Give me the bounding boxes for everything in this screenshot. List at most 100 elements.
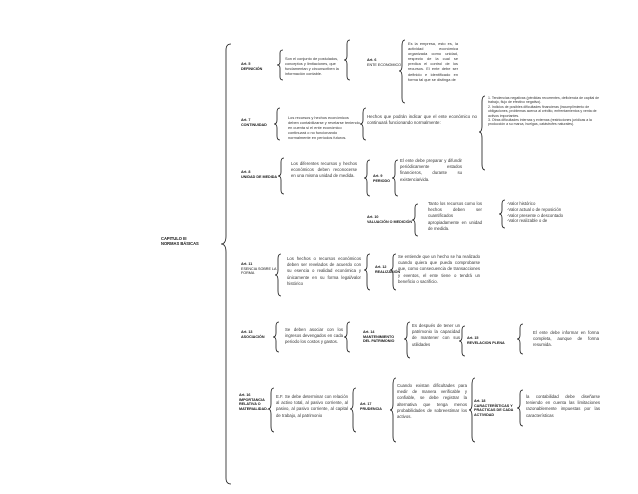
art7-label: Art. 7 CONTINUIDAD [241, 118, 277, 127]
brace-art7-list [478, 95, 486, 171]
brace-art15 [516, 323, 524, 355]
art10-label: Art. 10 VALUACIÓN O MEDICIÓN [367, 215, 413, 224]
brace-art11 [274, 253, 282, 297]
brace-art7 [273, 107, 281, 141]
art17-label: Art. 17 PRUDENCIA [360, 402, 392, 411]
brace-art14 [403, 321, 411, 359]
art17-label-line1: Art. 17 [360, 402, 372, 406]
brace-art13-to-art14 [343, 321, 351, 353]
root-title-line1: CAPITULO III [161, 236, 187, 241]
art16-label-line1: Art. 16 [239, 393, 251, 397]
brace-art16-to-art17 [349, 387, 357, 433]
art15-label: Art. 15 REVELACION PLENA [467, 336, 519, 345]
art17-label-line2: PRUDENCIA [360, 406, 382, 411]
art11-label: Art. 11 ESENCIA SOBRE LA FORMA [241, 262, 277, 276]
art10-text: Tanto los recursos como los hechos deben… [428, 201, 482, 231]
brace-art18 [516, 389, 524, 427]
art18-label-line2: CARACTERÍSTICAS Y [474, 403, 513, 408]
brace-art17 [389, 377, 397, 443]
brace-art11-to-art12 [363, 253, 371, 291]
art18-label-line3: PRACTICAS DE CADA [474, 408, 514, 413]
brace-art6-text [398, 39, 406, 104]
art10-list-item-1: -Valor histórico [507, 201, 536, 206]
brace-art6 [343, 39, 351, 81]
art10-list: -Valor histórico -Valor actual o de repo… [507, 201, 582, 224]
art6-label: Art. 6 ENTE ECONOMICO [367, 58, 401, 67]
art11-text: Los hechos o recursos económicos deben s… [287, 256, 361, 286]
art7-list: 1. Tendencias negativas (pérdidas recurr… [488, 96, 600, 127]
brace-art17-to-art18 [468, 377, 476, 443]
brace-art14-to-art15 [458, 325, 466, 357]
root-brace [220, 43, 232, 485]
art13-label: Art. 13 ASOCIACIÓN [241, 330, 275, 339]
art5-label-line2: DEFINICIÓN [241, 66, 263, 71]
art11-label-line1: Art. 11 [241, 262, 253, 266]
art14-label-line1: Art. 14 [363, 330, 375, 334]
art16-label: Art. 16 IMPORTANCIA RELATIVA O MATERIALI… [239, 393, 271, 411]
root-title: CAPITULO III NORMAS BÁSICAS [161, 236, 221, 247]
brace-art10-list [498, 199, 506, 229]
art7-list-item-3: 3. Otras dificultades internas y externa… [488, 118, 592, 127]
art18-label-line4: ACTIVIDAD [474, 412, 495, 417]
art6-text: Es la empresa, esto es, la actividad eco… [408, 41, 458, 82]
art7-text: Los recursos y hechos económicos deben c… [288, 115, 360, 141]
art9-label-line1: Art. 9 [373, 174, 383, 178]
art16-label-line4: MATERIALIDAD. [239, 406, 268, 411]
brace-art8 [277, 157, 285, 195]
art10-list-item-3: -Valor presente o descontado [507, 212, 564, 218]
brace-art5 [276, 49, 284, 81]
art15-label-line2: REVELACION PLENA [467, 340, 505, 345]
art8-text: Los diferentes recursos y hechos económi… [291, 161, 357, 179]
art15-label-line1: Art. 15 [467, 336, 479, 340]
art14-label-line2: MANTENIMIENTO [363, 334, 395, 339]
art5-label: Art. 5 DEFINICIÓN [241, 62, 277, 71]
art13-label-line1: Art. 13 [241, 330, 253, 334]
art13-text: Se deben asociar con los ingresos deveng… [285, 327, 343, 345]
art14-text: Es después de tener un patrimonio la cap… [412, 323, 460, 347]
art8-label-line2: UNIDAD DE MEDIDA [241, 174, 278, 179]
brace-art7-note [359, 107, 367, 141]
brace-art13 [272, 321, 280, 353]
art10-label-line2: VALUACIÓN O MEDICIÓN [367, 219, 412, 224]
art10-list-item-4: -Valor realizable o de [507, 218, 548, 224]
art7-list-item-2: 2. Indicios de posibles dificultades fin… [488, 104, 597, 118]
art11-label-line2: ESENCIA SOBRE LA [241, 266, 277, 271]
art10-list-item-2: -Valor actual o de reposición [507, 206, 562, 212]
art7-label-line2: CONTINUIDAD [241, 122, 267, 127]
art7-note: Hechos que podrán indicar que el ente ec… [367, 114, 477, 125]
art8-label-line1: Art. 8 [241, 170, 251, 174]
art8-label: Art. 8 UNIDAD DE MEDIDA [241, 170, 281, 179]
art9-label: Art. 9 PERIODO [373, 174, 395, 183]
art6-label-line1: Art. 6 [367, 58, 377, 62]
art13-label-line2: ASOCIACIÓN [241, 334, 265, 339]
art18-label: Art. 18 CARACTERÍSTICAS Y PRACTICAS DE C… [474, 399, 520, 417]
art18-text: la contabilidad debe diseñarse teniendo … [526, 394, 600, 418]
art12-label: Art. 12 REALIZACIÓN [375, 265, 401, 274]
art16-label-line2: IMPORTANCIA [239, 397, 265, 402]
art5-label-line1: Art. 5 [241, 62, 251, 66]
brace-art8-to-art9 [363, 159, 371, 197]
art14-label-line3: DEL PATRIMONIO [363, 339, 395, 344]
brace-art16 [267, 387, 275, 433]
art10-label-line1: Art. 10 [367, 215, 379, 219]
art18-label-line1: Art. 18 [474, 399, 486, 403]
art17-text: Cuando existan dificultades para medir d… [397, 383, 467, 420]
art16-label-line3: RELATIVA O [239, 402, 261, 407]
art9-text: El ente debe preparar y difundir periódi… [400, 158, 462, 182]
art9-label-line2: PERIODO [373, 178, 391, 183]
art14-label: Art. 14 MANTENIMIENTO DEL PATRIMONIO [363, 330, 405, 344]
art7-list-item-1: 1. Tendencias negativas (pérdidas recurr… [488, 96, 600, 105]
art6-label-line2: ENTE ECONOMICO [367, 62, 402, 67]
art12-text: Se entiende que un hecho se ha realizado… [398, 254, 480, 284]
brace-art10 [411, 203, 419, 237]
brace-art12 [389, 253, 397, 291]
art5-text: Son el conjunto de postulados, conceptos… [285, 56, 339, 77]
art7-label-line1: Art. 7 [241, 118, 251, 122]
art12-label-line2: REALIZACIÓN [375, 269, 401, 274]
art16-text: E.F. Se debe determinar con relación al … [276, 394, 348, 418]
brace-art9 [391, 159, 399, 197]
art15-text: El ente debe informar en forma completa,… [533, 330, 599, 348]
root-title-line2: NORMAS BÁSICAS [161, 241, 199, 247]
art12-label-line1: Art. 12 [375, 265, 387, 269]
